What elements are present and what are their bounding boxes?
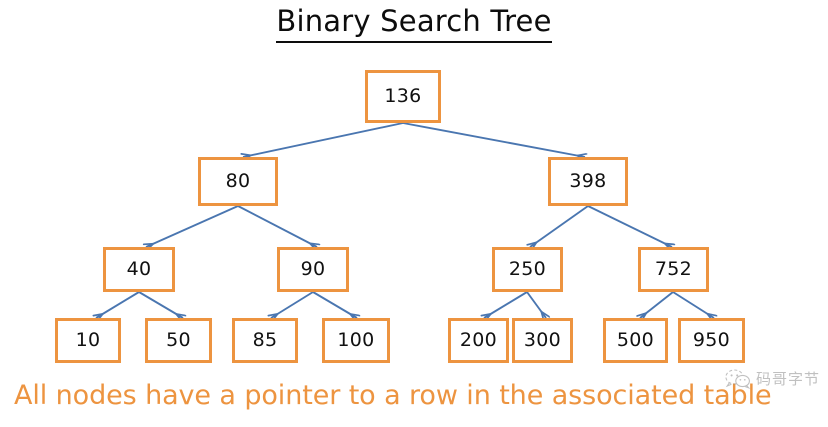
tree-edge [530, 205, 589, 247]
tree-edge [243, 122, 404, 157]
tree-node[interactable]: 80 [198, 157, 278, 206]
diagram-caption-text: All nodes have a pointer to a row in the… [14, 380, 772, 411]
tree-edge [146, 205, 239, 247]
tree-node[interactable]: 40 [103, 247, 175, 292]
tree-node-value: 950 [692, 329, 731, 351]
tree-edge [484, 291, 528, 318]
tree-node[interactable]: 50 [145, 318, 212, 363]
wechat-icon [725, 368, 751, 389]
tree-node[interactable]: 950 [678, 318, 745, 363]
tree-edge [640, 291, 674, 318]
tree-edge [402, 122, 585, 157]
tree-edges [96, 122, 714, 318]
tree-node-value: 100 [337, 329, 375, 351]
tree-edge [312, 291, 357, 318]
tree-node[interactable]: 300 [512, 318, 573, 363]
tree-edge [587, 205, 672, 247]
tree-node-value: 250 [508, 258, 547, 280]
tree-node[interactable]: 136 [365, 70, 441, 123]
tree-edge [672, 291, 714, 318]
tree-node-value: 752 [654, 258, 693, 280]
tree-edge [237, 205, 317, 247]
tree-node[interactable]: 200 [448, 318, 509, 363]
diagram-caption: All nodes have a pointer to a row in the… [14, 377, 774, 415]
tree-node[interactable]: 398 [548, 157, 628, 206]
tree-node-value: 80 [225, 170, 251, 192]
page-title-text: Binary Search Tree [276, 2, 552, 43]
tree-node-value: 500 [616, 329, 655, 351]
tree-node[interactable]: 100 [322, 318, 390, 363]
tree-node-value: 40 [126, 258, 152, 280]
tree-node-value: 90 [300, 258, 326, 280]
tree-edge [96, 291, 140, 318]
tree-node-value: 136 [384, 85, 422, 107]
watermark: 码哥字节 [725, 368, 820, 389]
tree-node[interactable]: 10 [55, 318, 121, 363]
tree-node[interactable]: 752 [638, 247, 709, 292]
tree-node-value: 200 [459, 329, 498, 351]
tree-node-value: 398 [569, 170, 607, 192]
tree-node-value: 85 [252, 329, 278, 351]
tree-edge [526, 291, 546, 318]
page-title: Binary Search Tree [0, 2, 828, 43]
tree-node-value: 300 [523, 329, 562, 351]
tree-node[interactable]: 250 [492, 247, 563, 292]
tree-edge [271, 291, 314, 318]
tree-node[interactable]: 90 [277, 247, 349, 292]
tree-node-value: 50 [166, 329, 191, 351]
tree-node[interactable]: 85 [232, 318, 298, 363]
tree-node-value: 10 [75, 329, 101, 351]
tree-edge [138, 291, 183, 318]
watermark-text: 码哥字节 [755, 370, 820, 388]
tree-node[interactable]: 500 [603, 318, 668, 363]
